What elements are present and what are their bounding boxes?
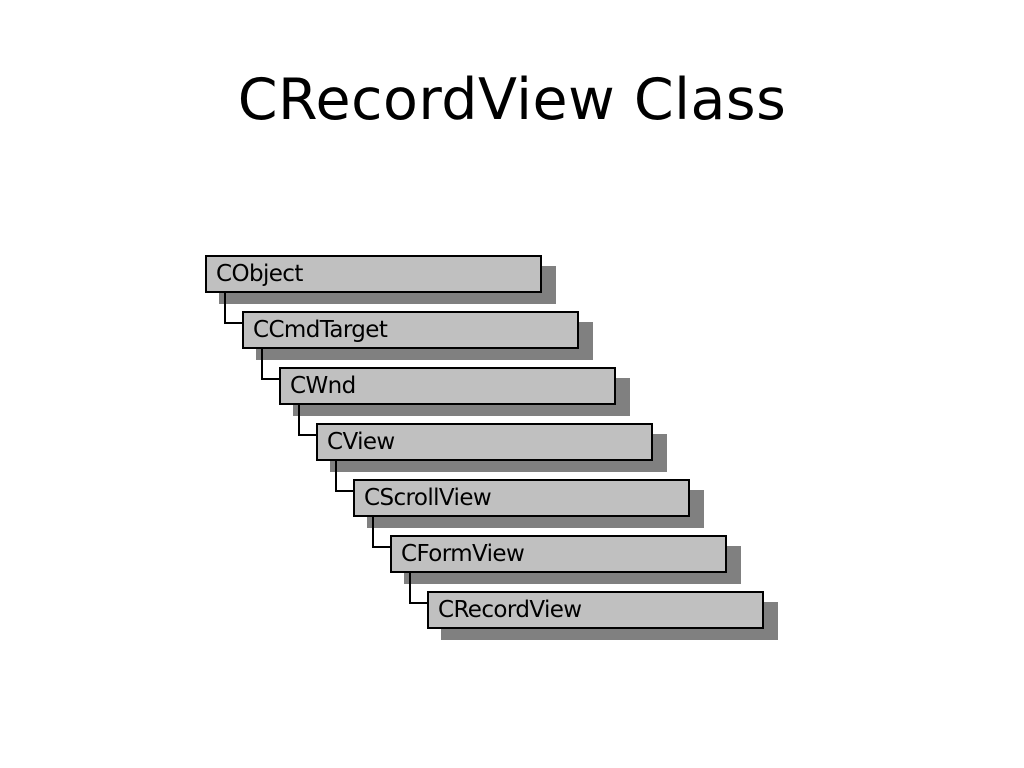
class-label: CWnd <box>290 373 356 399</box>
inheritance-connector <box>261 349 281 380</box>
class-box-cobject: CObject <box>205 255 542 293</box>
inheritance-connector <box>298 405 318 436</box>
inheritance-connector <box>335 461 355 492</box>
class-box-cwnd: CWnd <box>279 367 616 405</box>
class-box-cscrollview: CScrollView <box>353 479 690 517</box>
class-box-crecordview: CRecordView <box>427 591 764 629</box>
class-box-cformview: CFormView <box>390 535 727 573</box>
class-label: CCmdTarget <box>253 317 388 343</box>
class-label: CRecordView <box>438 597 582 623</box>
class-label: CScrollView <box>364 485 492 511</box>
inheritance-connector <box>409 573 429 604</box>
class-label: CFormView <box>401 541 525 567</box>
inheritance-connector <box>224 293 244 324</box>
class-box-cview: CView <box>316 423 653 461</box>
inheritance-connector <box>372 517 392 548</box>
class-label: CObject <box>216 261 303 287</box>
slide-title: CRecordView Class <box>237 67 787 133</box>
class-box-ccmdtarget: CCmdTarget <box>242 311 579 349</box>
class-label: CView <box>327 429 395 455</box>
